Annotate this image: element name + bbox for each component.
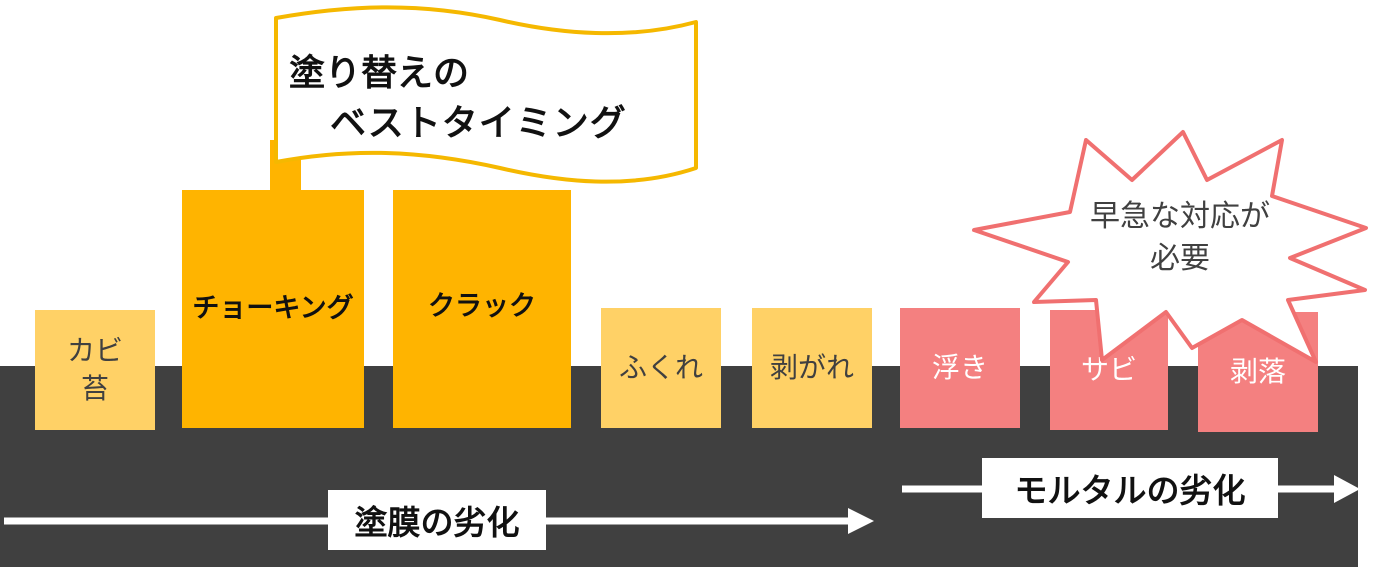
stage-label: ふくれ — [618, 351, 703, 385]
stage-label: 剥がれ — [769, 351, 854, 385]
stage-label: クラック — [428, 290, 536, 322]
stage-box-lifting: 浮き — [900, 308, 1020, 428]
flag-banner — [274, 5, 698, 184]
stage-box-peeling: 剥がれ — [752, 308, 872, 428]
stage-label: サビ — [1080, 353, 1137, 387]
flag-title-line2: ベストタイミング — [330, 103, 627, 144]
stage-label: チョーキング — [192, 292, 354, 324]
stage-box-blister: ふくれ — [601, 308, 721, 428]
starburst-callout — [972, 130, 1368, 364]
coating-degradation-label: 塗膜の劣化 — [328, 490, 546, 550]
stage-label: 浮き — [931, 351, 988, 385]
stage-box-mold: カビ 苔 — [35, 310, 155, 430]
mortar-degradation-label: モルタルの劣化 — [982, 458, 1278, 518]
stage-box-crack: クラック — [393, 190, 571, 428]
callout-text: 早急な対応が 必要 — [1090, 199, 1270, 276]
flag-title-line1: 塗り替えの — [289, 53, 470, 94]
stage-box-chalking: チョーキング — [182, 190, 364, 428]
stage-label: カビ 苔 — [66, 334, 123, 405]
stage-label: 剥落 — [1229, 355, 1286, 389]
